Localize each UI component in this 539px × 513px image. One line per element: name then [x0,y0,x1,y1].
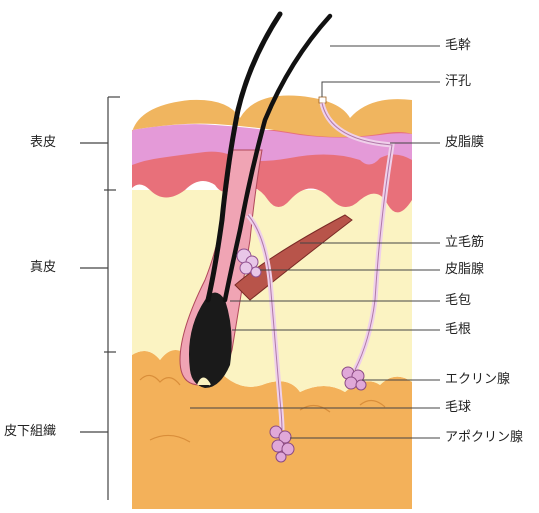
sweat-pore-opening [319,97,326,103]
label-hair-bulb: 毛球 [445,400,471,416]
label-hair-follicle: 毛包 [445,293,471,309]
label-dermis: 真皮 [30,260,56,276]
label-subcutaneous: 皮下組織 [4,424,56,440]
label-sebum-film: 皮脂膜 [445,135,484,151]
label-sebaceous-gland: 皮脂腺 [445,262,484,278]
label-arrector-pili: 立毛筋 [445,235,484,251]
layer-brackets [80,97,120,500]
label-eccrine-gland: エクリン腺 [445,372,510,388]
label-hair-shaft: 毛幹 [445,38,471,54]
label-apocrine-gland: アポクリン腺 [445,430,523,446]
label-sweat-pore: 汗孔 [445,74,471,90]
label-epidermis: 表皮 [30,135,56,151]
label-hair-root: 毛根 [445,322,471,338]
